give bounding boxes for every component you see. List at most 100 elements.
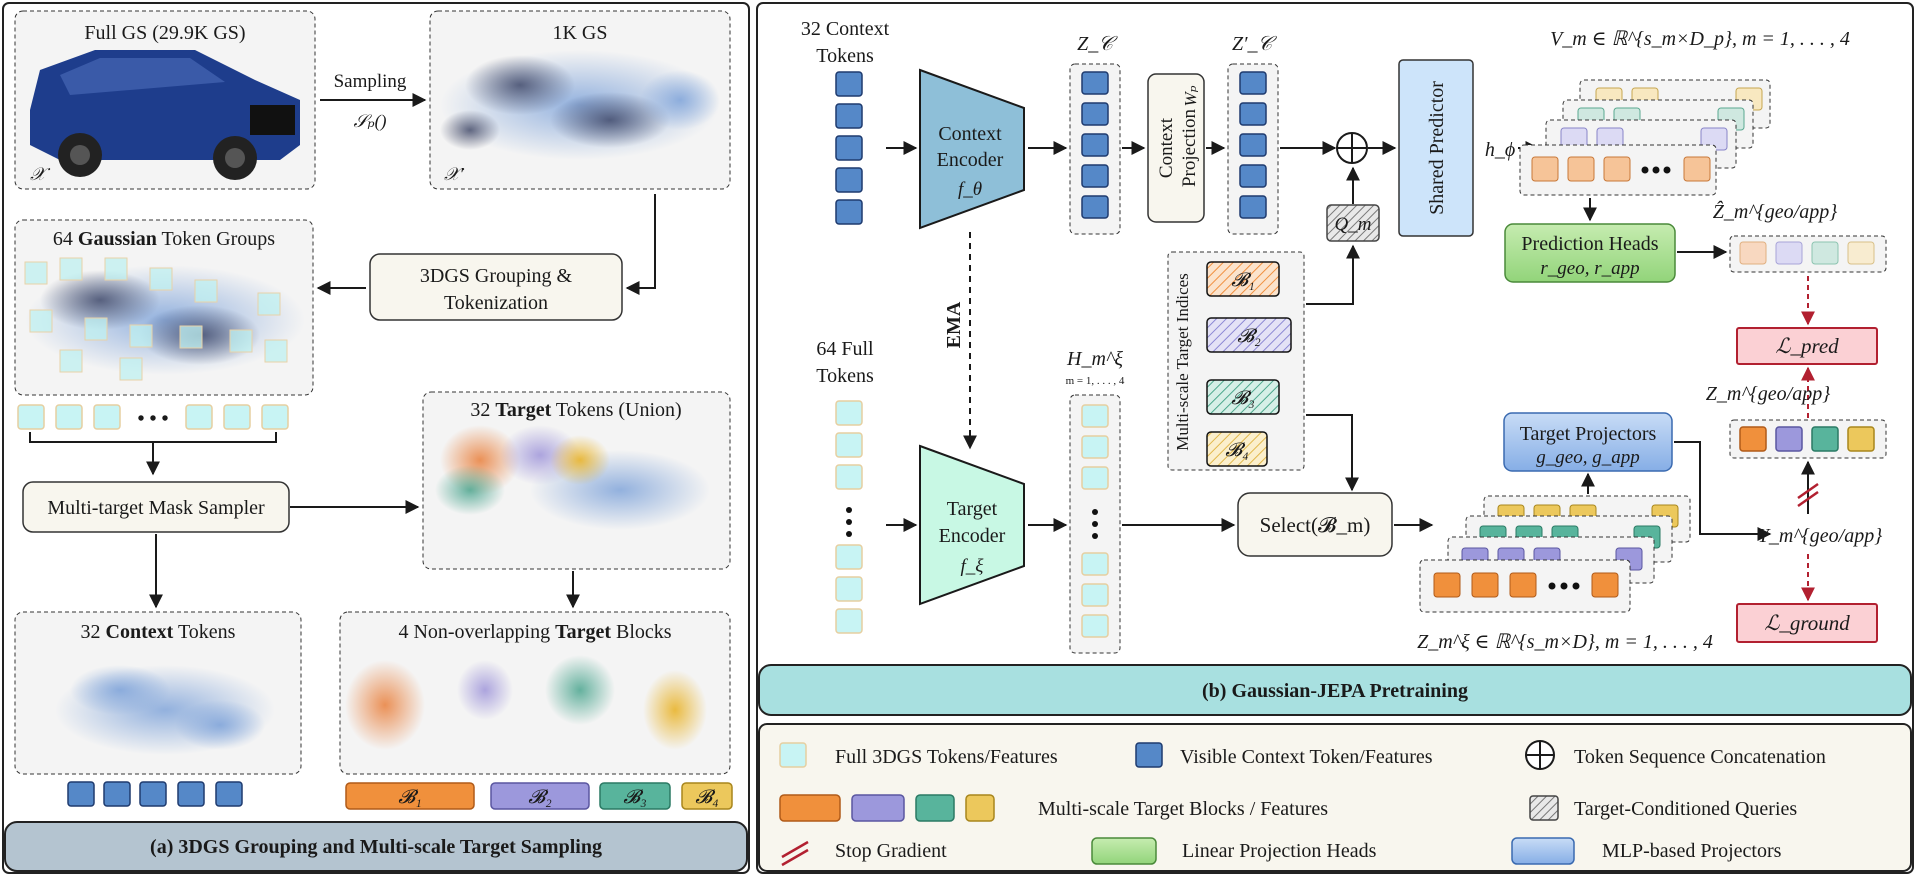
grouping-box bbox=[369, 253, 623, 321]
car-render bbox=[30, 50, 300, 180]
index-label-1: 𝓑₁ bbox=[1231, 270, 1254, 291]
svg-text:Stop Gradient: Stop Gradient bbox=[835, 840, 947, 862]
token-row-dots: • • • bbox=[137, 408, 168, 430]
tgt-proj-sym: g_geo, g_app bbox=[1536, 447, 1639, 468]
panel-b-frame bbox=[756, 2, 1914, 874]
target-encoder bbox=[919, 444, 1025, 606]
index-block-4 bbox=[1206, 431, 1268, 467]
hm-dots bbox=[1092, 509, 1098, 539]
pred-heads-label: Prediction Heads bbox=[1521, 233, 1658, 255]
zc-prime-tokens bbox=[1239, 71, 1267, 219]
zc-prime-label: Z′_𝒞 bbox=[1232, 33, 1277, 55]
index-block-3 bbox=[1206, 379, 1280, 415]
legend-linear-heads: Linear Projection Heads bbox=[1091, 837, 1377, 865]
ctx-encoder-line1: Context bbox=[938, 123, 1002, 145]
mask-sampler-box bbox=[22, 481, 290, 533]
wp-label: Wₚ bbox=[1181, 85, 1200, 106]
legend-box bbox=[758, 723, 1912, 872]
legend-multi-blocks: Multi-scale Target Blocks / Features bbox=[779, 794, 1328, 822]
tgt-proj-label: Target Projectors bbox=[1520, 423, 1657, 445]
ctx-encoder-sym: f_θ bbox=[958, 179, 982, 200]
target-union-title: 32 Target Tokens (Union) bbox=[470, 399, 681, 421]
target-union-render bbox=[435, 425, 710, 530]
svg-text:Multi-scale Target Blocks / Fe: Multi-scale Target Blocks / Features bbox=[1038, 798, 1328, 820]
zc-label: Z_𝒞 bbox=[1077, 33, 1118, 55]
legend-mlp-proj: MLP-based Projectors bbox=[1511, 837, 1782, 865]
full-token-row bbox=[17, 404, 289, 430]
sampled-gs-title: 1K GS bbox=[552, 22, 607, 44]
shared-predictor-label: Shared Predictor bbox=[1426, 81, 1448, 215]
loss-ground-label: ℒ_ground bbox=[1764, 611, 1850, 635]
index-block-2 bbox=[1206, 317, 1292, 353]
target-feature-stack bbox=[1419, 495, 1691, 613]
pred-heads-sym: r_geo, r_app bbox=[1540, 258, 1639, 279]
mask-sampler-label: Multi-target Mask Sampler bbox=[47, 497, 265, 519]
zc-tokens bbox=[1081, 71, 1109, 219]
target-block-bars bbox=[345, 782, 733, 810]
ygeo-label: Y_m^{geo/app} bbox=[1758, 525, 1882, 547]
ctx-proj-line1: Context bbox=[1156, 117, 1177, 178]
sampling-fn: 𝒮ₚ() bbox=[353, 111, 386, 132]
sampled-gs-var: 𝒳′ bbox=[444, 164, 465, 184]
full-token-dots bbox=[846, 507, 852, 537]
grouping-line2: Tokenization bbox=[444, 292, 548, 314]
tgt-encoder-line1: Target bbox=[947, 498, 998, 520]
tgt-encoder-line2: Encoder bbox=[939, 525, 1006, 547]
caption-b: (b) Gaussian-JEPA Pretraining bbox=[1202, 680, 1468, 702]
loss-pred-label: ℒ_pred bbox=[1775, 334, 1839, 358]
target-blocks-box bbox=[339, 611, 731, 775]
block-label-4: 𝓑₄ bbox=[695, 787, 718, 808]
ctx-encoder-line2: Encoder bbox=[937, 149, 1004, 171]
concat-icon bbox=[1336, 132, 1368, 164]
svg-text:Full 3DGS Tokens/Features: Full 3DGS Tokens/Features bbox=[835, 746, 1058, 768]
target-indices-box bbox=[1167, 251, 1305, 471]
hm-label: H_m^ξ bbox=[1066, 348, 1123, 370]
legend-concat: Token Sequence Concatenation bbox=[1525, 740, 1826, 770]
ctx-tokens-line1: 32 Context bbox=[801, 18, 890, 40]
hm-tokens bbox=[1081, 404, 1109, 638]
prediction-stack bbox=[1519, 79, 1771, 196]
ctx-token-column bbox=[835, 71, 863, 225]
select-label: Select(𝓑_m) bbox=[1260, 513, 1371, 537]
prediction-heads-box bbox=[1504, 223, 1676, 283]
index-label-3: 𝓑₃ bbox=[1231, 388, 1254, 409]
context-render bbox=[55, 665, 275, 755]
sampled-car-render bbox=[440, 50, 720, 160]
svg-text:Visible Context Token/Features: Visible Context Token/Features bbox=[1180, 746, 1433, 768]
svg-text:Target-Conditioned Queries: Target-Conditioned Queries bbox=[1574, 798, 1797, 820]
caption-a: (a) 3DGS Grouping and Multi-scale Target… bbox=[150, 836, 602, 858]
context-token-row bbox=[67, 781, 243, 807]
vm-label: V_m ∈ ℝ^{s_m×D_p}, m = 1, . . . , 4 bbox=[1550, 28, 1850, 50]
hm-sub: m = 1, . . . , 4 bbox=[1066, 375, 1125, 387]
zgeo-tokens bbox=[1739, 426, 1875, 452]
legend-stop-gradient: Stop Gradient bbox=[781, 840, 947, 867]
ctx-proj-line2: Projection bbox=[1179, 108, 1200, 187]
zxi-label: Z_m^ξ ∈ ℝ^{s_m×D}, m = 1, . . . , 4 bbox=[1417, 631, 1713, 653]
token-group-squares bbox=[24, 257, 288, 381]
stop-gradient-mark bbox=[1797, 482, 1819, 508]
legend-full-tokens: Full 3DGS Tokens/Features bbox=[779, 742, 1058, 768]
legend-queries: Target-Conditioned Queries bbox=[1529, 795, 1797, 821]
context-encoder bbox=[919, 68, 1025, 230]
ctx-tokens-line2: Tokens bbox=[816, 45, 874, 67]
grouping-line1: 3DGS Grouping & bbox=[420, 265, 573, 287]
legend-visible-ctx: Visible Context Token/Features bbox=[1135, 742, 1433, 768]
full-token-column bbox=[835, 400, 863, 634]
svg-text:MLP-based Projectors: MLP-based Projectors bbox=[1602, 840, 1782, 862]
shared-predictor-box bbox=[1398, 59, 1474, 237]
zhat-frame bbox=[1729, 235, 1887, 273]
svg-text:Linear Projection Heads: Linear Projection Heads bbox=[1182, 840, 1377, 862]
indices-label: Multi-scale Target Indices bbox=[1173, 273, 1192, 451]
context-projection-box bbox=[1147, 73, 1205, 223]
h-phi-label: h_ϕ bbox=[1485, 139, 1515, 161]
sampling-label: Sampling bbox=[334, 71, 407, 92]
full-gs-title: Full GS (29.9K GS) bbox=[84, 22, 245, 44]
block-label-1: 𝓑₁ bbox=[398, 787, 421, 808]
zhat-tokens bbox=[1739, 241, 1875, 265]
full-tokens-line1: 64 Full bbox=[816, 338, 874, 360]
loss-pred-box bbox=[1736, 327, 1878, 365]
caption-b-bar bbox=[758, 664, 1912, 716]
zgeo-label: Z_m^{geo/app} bbox=[1706, 383, 1830, 405]
block-label-3: 𝓑₃ bbox=[623, 787, 646, 808]
